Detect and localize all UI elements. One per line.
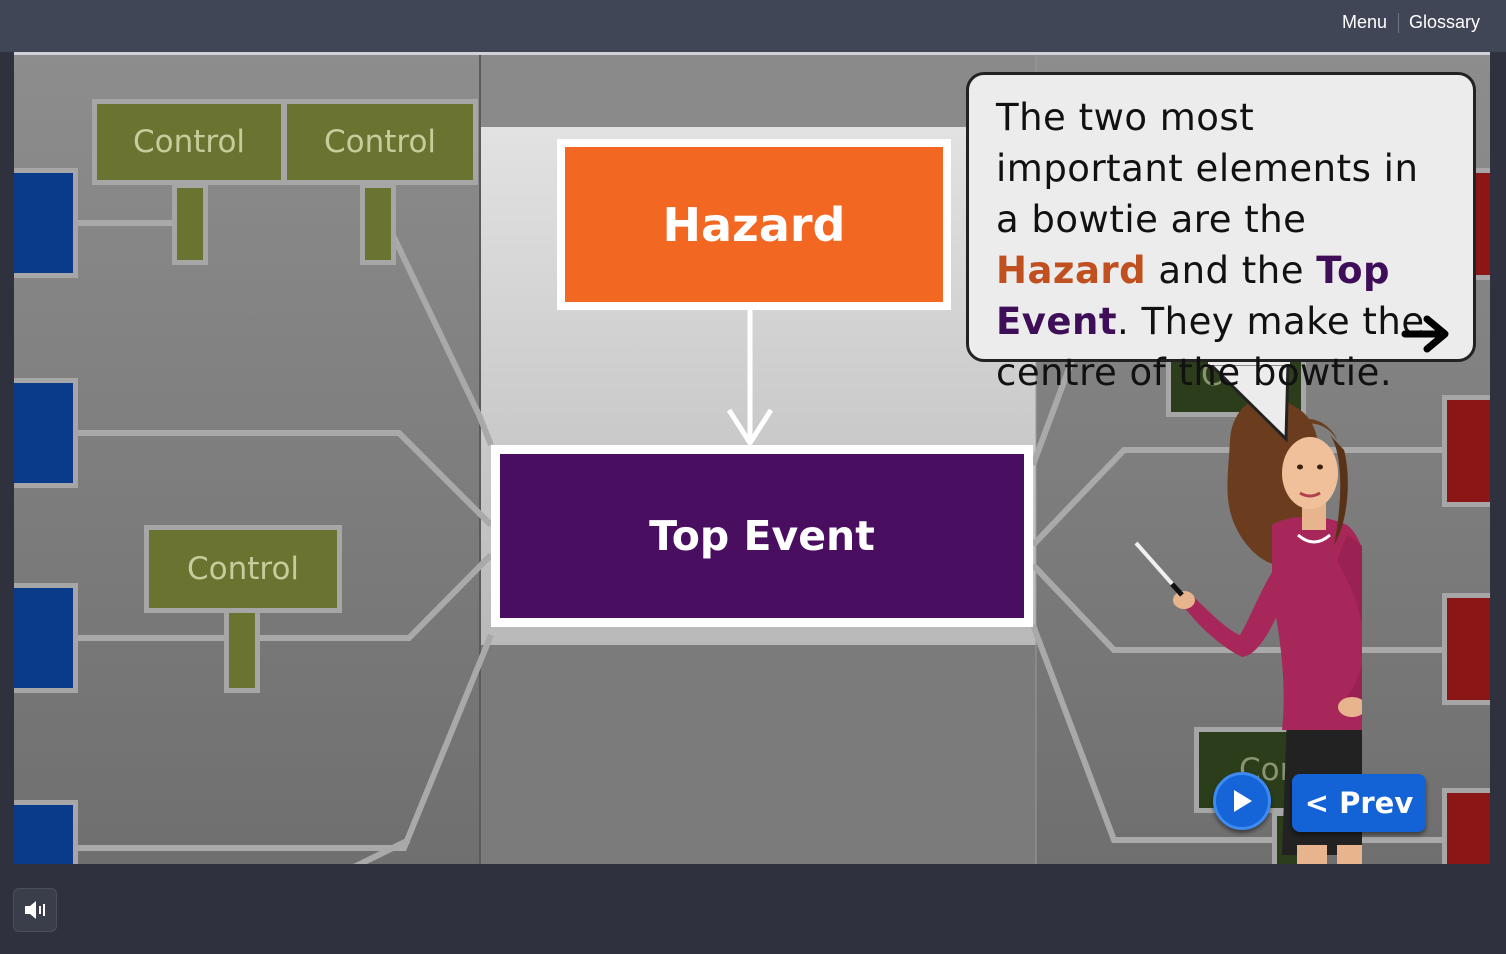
- menu-link[interactable]: Menu: [1341, 12, 1387, 32]
- bubble-text: The two most important elements in a bow…: [996, 96, 1419, 241]
- bubble-text: . They make the centre of the bowtie.: [996, 300, 1425, 394]
- control-post: [224, 607, 260, 693]
- top-bar: Menu Glossary: [0, 0, 1506, 52]
- consequence-block: [1442, 593, 1490, 705]
- consequence-block: [1442, 395, 1490, 507]
- bubble-top-event-term: Top Event: [996, 249, 1391, 343]
- presenter-character: [1134, 397, 1362, 864]
- prev-button[interactable]: < Prev: [1292, 774, 1426, 832]
- top-event-box: Top Event: [491, 445, 1033, 627]
- bubble-text: and the: [1146, 249, 1317, 292]
- control-post: [172, 183, 208, 265]
- play-icon: [1234, 790, 1252, 812]
- control-post: [360, 183, 396, 265]
- arrow-right-icon[interactable]: [1399, 314, 1455, 354]
- top-nav: Menu Glossary: [1342, 12, 1480, 33]
- glossary-link[interactable]: Glossary: [1408, 12, 1480, 32]
- play-button[interactable]: [1213, 772, 1271, 830]
- hazard-box: Hazard: [557, 139, 951, 310]
- threat-block: [14, 583, 78, 693]
- volume-button[interactable]: [13, 888, 57, 932]
- threat-block: [14, 168, 78, 278]
- volume-icon: [25, 901, 45, 919]
- consequence-block: [1442, 788, 1490, 864]
- control-block: Control: [282, 99, 478, 185]
- bottom-bar: [0, 865, 1506, 954]
- bubble-hazard-term: Hazard: [996, 249, 1147, 292]
- threat-block: [14, 800, 78, 864]
- control-block: Control: [92, 99, 286, 185]
- threat-block: [14, 378, 78, 488]
- nav-divider: [1397, 12, 1399, 33]
- speech-bubble-tail: [1206, 359, 1290, 443]
- speech-bubble: The two most important elements in a bow…: [966, 72, 1476, 394]
- control-block: Control: [144, 525, 342, 613]
